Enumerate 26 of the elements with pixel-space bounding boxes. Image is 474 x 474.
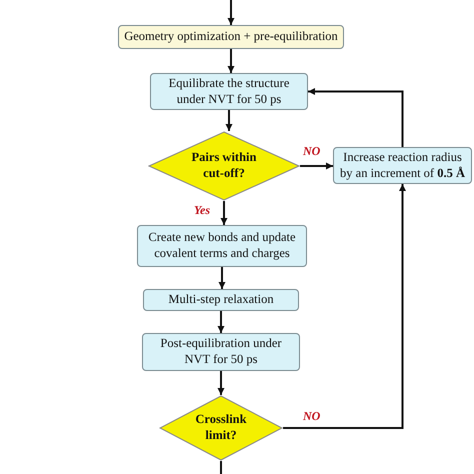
node-text: Increase reaction radius by an increment of 0.5 Å [339,150,466,182]
node-text: Create new bonds and update covalent terms and charges [147,230,297,262]
arrow [218,267,226,289]
arrow [226,110,232,131]
node-text: Post-equilibration under NVT for 50 ps [159,336,283,368]
arrow [300,162,333,170]
process-box [333,147,472,184]
decision-diamond [148,131,300,201]
node-text: Multi-step relaxation [168,292,274,308]
arrow [218,311,224,333]
arrow [283,184,406,429]
decision-diamond [159,395,283,461]
process-box [118,25,344,49]
node-text: Geometry optimization + pre-equilibration [124,29,338,45]
node-text: Crosslink limit? [194,412,248,444]
arrow [308,88,404,147]
arrow [228,0,234,25]
process-box [143,289,299,311]
node-text: Equilibrate the structure under NVT for 50 ps [168,76,290,108]
process-box [142,333,300,371]
arrow [228,49,234,73]
process-box [150,73,308,110]
arrow [218,371,224,395]
process-box [137,225,307,267]
node-text: Pairs within cut-off? [190,150,258,182]
arrow [220,201,228,225]
